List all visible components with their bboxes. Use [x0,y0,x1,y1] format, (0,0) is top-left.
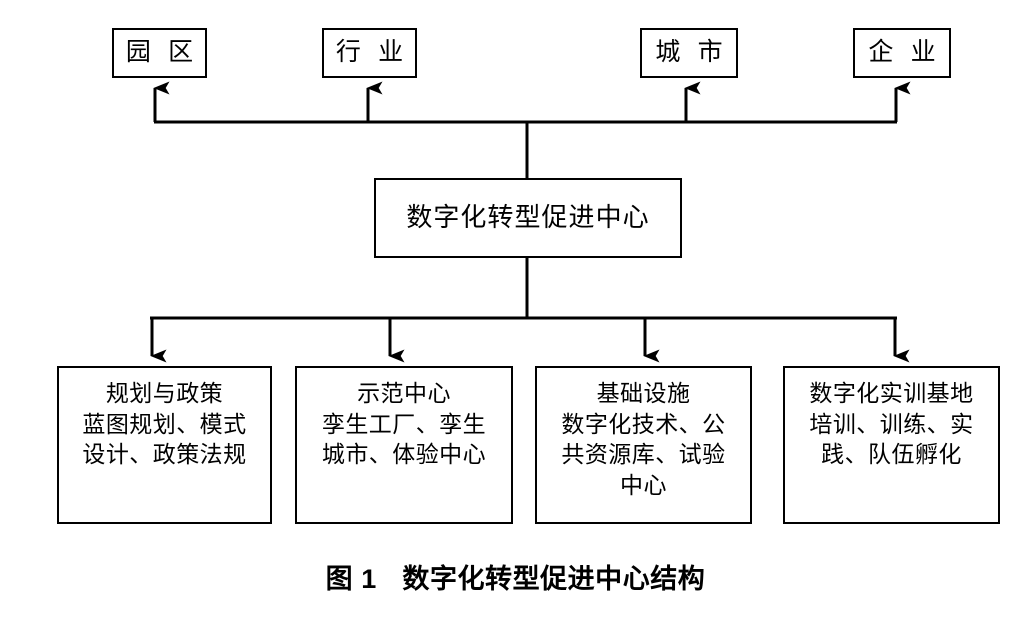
stakeholder-label-park: 园 区 [125,39,199,66]
function-box-demo[interactable]: 示范中心 孪生工厂、孪生 城市、体验中心 [295,366,513,524]
stakeholder-box-industry[interactable]: 行 业 [322,28,417,78]
stakeholder-box-city[interactable]: 城 市 [640,28,738,78]
function-box-policy[interactable]: 规划与政策 蓝图规划、模式 设计、政策法规 [57,366,272,524]
function-label-demo: 示范中心 孪生工厂、孪生 城市、体验中心 [321,381,487,468]
figure-caption: 图 1 数字化转型促进中心结构 [0,557,1031,596]
figure-caption-number: 图 1 [325,564,377,594]
stakeholder-label-company: 企 业 [868,39,942,66]
stakeholder-box-company[interactable]: 企 业 [853,28,951,78]
function-box-training[interactable]: 数字化实训基地 培训、训练、实 践、队伍孵化 [783,366,1000,524]
stakeholder-label-city: 城 市 [655,39,729,66]
function-label-infra: 基础设施 数字化技术、公 共资源库、试验 中心 [561,381,726,498]
stakeholder-box-park[interactable]: 园 区 [112,28,207,78]
center-box[interactable]: 数字化转型促进中心 [374,178,682,258]
function-label-policy: 规划与政策 蓝图规划、模式 设计、政策法规 [82,381,247,468]
center-box-label: 数字化转型促进中心 [406,203,650,233]
stakeholder-label-industry: 行 业 [335,39,409,66]
function-box-infra[interactable]: 基础设施 数字化技术、公 共资源库、试验 中心 [535,366,752,524]
function-label-training: 数字化实训基地 培训、训练、实 践、队伍孵化 [809,381,974,468]
figure-caption-title: 数字化转型促进中心结构 [402,564,706,594]
